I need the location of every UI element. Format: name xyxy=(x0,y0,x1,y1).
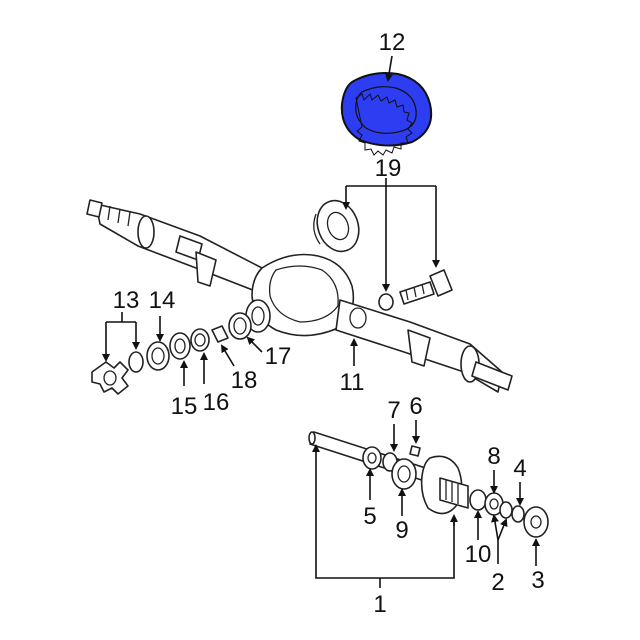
label-1: 1 xyxy=(373,591,386,618)
part-4-retainer[interactable] xyxy=(511,505,525,523)
label-17: 17 xyxy=(265,343,292,370)
label-12: 12 xyxy=(379,29,406,56)
label-3: 3 xyxy=(531,567,544,594)
leader-lines xyxy=(102,55,540,588)
part-19-pinion-gear[interactable] xyxy=(399,269,453,305)
label-16: 16 xyxy=(203,389,230,416)
label-5: 5 xyxy=(363,503,376,530)
label-18: 18 xyxy=(231,367,258,394)
label-19: 19 xyxy=(375,155,402,182)
label-14: 14 xyxy=(149,287,176,314)
part-1-hub[interactable] xyxy=(420,455,469,515)
part-13-washer[interactable] xyxy=(128,351,144,373)
part-9-bearing[interactable] xyxy=(391,458,417,490)
label-4: 4 xyxy=(513,455,526,482)
label-15: 15 xyxy=(171,393,198,420)
label-8: 8 xyxy=(487,443,500,470)
part-13-yoke[interactable] xyxy=(91,361,129,395)
part-5-washer[interactable] xyxy=(362,446,382,470)
part-16-race[interactable] xyxy=(190,328,210,352)
label-7: 7 xyxy=(387,397,400,424)
label-10: 10 xyxy=(465,541,492,568)
callout-labels: 12 19 13 14 15 16 18 17 11 7 6 8 4 5 9 1… xyxy=(113,29,545,618)
part-6-clip[interactable] xyxy=(409,445,421,457)
part-3-flange[interactable] xyxy=(523,506,549,538)
part-14-seal[interactable] xyxy=(146,341,170,371)
label-6: 6 xyxy=(409,393,422,420)
label-13: 13 xyxy=(113,287,140,314)
label-9: 9 xyxy=(395,517,408,544)
label-11: 11 xyxy=(340,369,365,396)
part-17-bearing-race[interactable] xyxy=(228,312,252,340)
part-2-nut[interactable] xyxy=(499,501,513,519)
label-2: 2 xyxy=(491,569,504,596)
part-12-cover-gasket[interactable] xyxy=(340,72,433,156)
part-15-bearing[interactable] xyxy=(169,332,191,360)
part-10-bearing[interactable] xyxy=(469,489,487,511)
part-11-axle-housing[interactable] xyxy=(86,199,513,393)
part-19-ring-gear[interactable] xyxy=(310,195,365,258)
part-19-seal[interactable] xyxy=(378,293,394,311)
part-18-spacer[interactable] xyxy=(211,325,229,343)
